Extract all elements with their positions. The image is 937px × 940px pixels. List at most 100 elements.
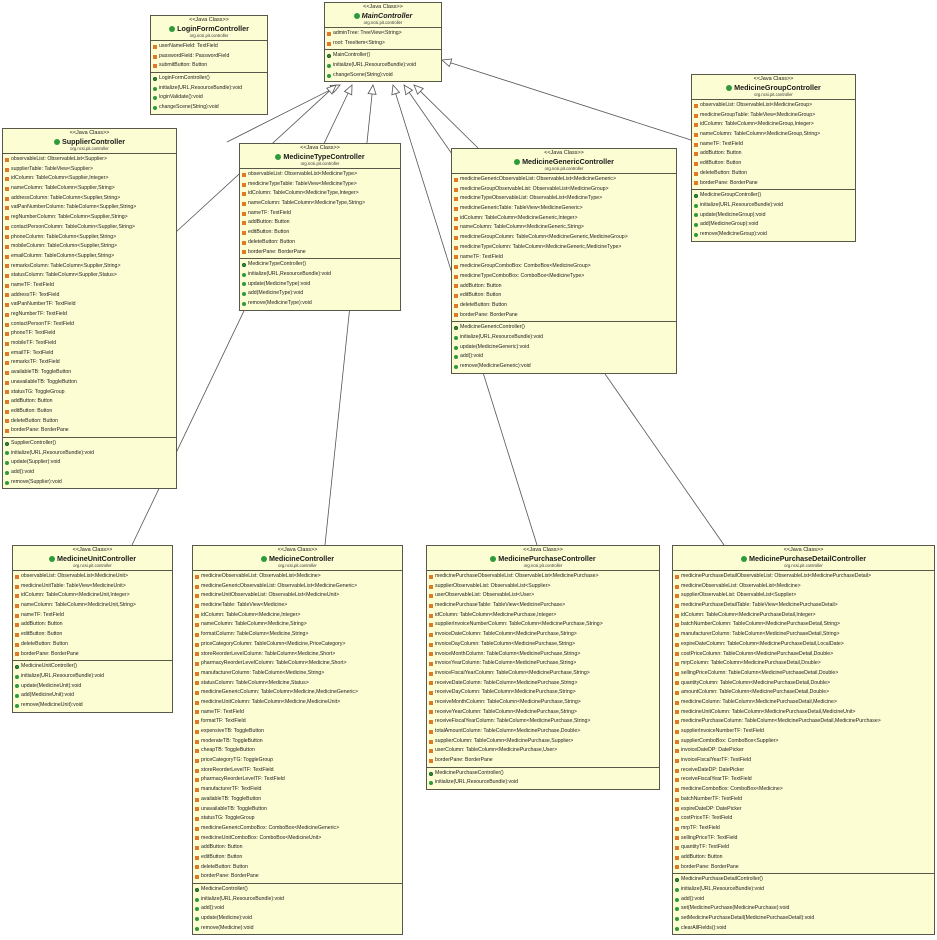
fields-section: medicinePurchaseObservableList: Observab…: [427, 571, 659, 767]
method-visibility-icon: [195, 897, 199, 902]
field-row: borderPane: BorderPane: [195, 872, 400, 882]
field-row: supplierInvoiceNumberTF: TextField: [675, 727, 932, 737]
field-visibility-icon: [153, 64, 157, 69]
field-visibility-icon: [195, 632, 199, 637]
method-text: MainController(): [333, 52, 371, 59]
method-visibility-icon: [327, 73, 331, 78]
field-visibility-icon: [5, 177, 9, 182]
field-visibility-icon: [675, 574, 679, 579]
field-text: expireDateDP: DatePicker: [681, 805, 742, 812]
field-text: expensiveTB: ToggleButton: [201, 728, 265, 734]
constructor-icon: [429, 771, 433, 776]
field-visibility-icon: [429, 642, 433, 647]
field-text: passwordField: PasswordField: [159, 52, 230, 59]
field-visibility-icon: [195, 787, 199, 792]
field-visibility-icon: [454, 313, 458, 318]
method-row: update(MedicineGroup):void: [694, 211, 853, 221]
method-row: initialize(URL,ResourceBundle):void: [694, 201, 853, 211]
class-icon: [48, 556, 55, 563]
method-text: MedicineController(): [201, 886, 248, 892]
method-visibility-icon: [195, 926, 199, 931]
field-text: statusTG: ToggleGroup: [201, 815, 255, 822]
field-text: unavailableTB: ToggleButton: [11, 378, 77, 385]
field-text: statusColumn: TableColumn<Supplier,Statu…: [11, 272, 117, 279]
method-text: initialize(URL,ResourceBundle):void: [21, 672, 105, 679]
field-row: nameTF: TextField: [5, 281, 174, 291]
field-text: userObservableList: ObservableList<User>: [435, 592, 535, 599]
field-text: receiveMonthColumn: TableColumn<Medicine…: [435, 698, 581, 705]
method-row: initialize(URL,ResourceBundle):void: [454, 333, 674, 343]
field-text: quantityTF: TextField: [681, 844, 730, 851]
field-visibility-icon: [195, 846, 199, 851]
field-row: medicineTypeTable: TableView<MedicineTyp…: [242, 180, 398, 190]
field-row: userColumn: TableColumn<MedicinePurchase…: [429, 746, 657, 756]
method-text: add(MedicineType):void: [248, 290, 304, 297]
field-visibility-icon: [5, 167, 9, 172]
field-visibility-icon: [694, 142, 698, 147]
field-row: pharmacyReorderLevelColumn: TableColumn<…: [195, 659, 400, 669]
constructor-icon: [195, 887, 199, 892]
field-text: pharmacyReorderLevelColumn: TableColumn<…: [201, 660, 347, 667]
field-text: medicineTypeObservableList: ObservableLi…: [460, 195, 603, 202]
field-text: observableList: ObservableList<MedicineU…: [21, 573, 128, 579]
field-visibility-icon: [15, 603, 19, 608]
field-text: regNumberTF: TextField: [11, 311, 67, 317]
field-row: receiveDateColumn: TableColumn<MedicineP…: [429, 679, 657, 689]
method-visibility-icon: [675, 897, 679, 902]
field-row: nameTF: TextField: [242, 209, 398, 219]
field-row: unavailableTB: ToggleButton: [5, 378, 174, 388]
field-row: costPriceTF: TextField: [675, 814, 932, 824]
field-text: priceCategoryTG: ToggleGroup: [201, 757, 273, 764]
field-row: formatColumn: TableColumn<Medicine,Strin…: [195, 630, 400, 640]
field-visibility-icon: [454, 284, 458, 289]
field-text: medicineUnitColumn: TableColumn<Medicine…: [681, 708, 856, 715]
method-row: update(MedicineType):void: [242, 280, 398, 290]
field-row: storeReorderLevelTF: TextField: [195, 766, 400, 776]
field-row: mobileTF: TextField: [5, 339, 174, 349]
field-visibility-icon: [15, 642, 19, 647]
field-text: invoiceMonthColumn: TableColumn<Medicine…: [435, 650, 581, 657]
field-visibility-icon: [5, 380, 9, 385]
field-row: idColumn: TableColumn<MedicineType,Integ…: [242, 189, 398, 199]
method-row: initialize(URL,ResourceBundle):void: [195, 895, 400, 905]
class-icon: [275, 154, 282, 161]
field-visibility-icon: [153, 44, 157, 49]
field-row: nameColumn: TableColumn<MedicineGeneric,…: [454, 223, 674, 233]
method-row: add(MedicineUnit):void: [15, 691, 170, 701]
field-text: emailTF: TextField: [11, 349, 54, 356]
class-name: MedicineTypeController: [242, 152, 398, 161]
field-row: invoiceYearColumn: TableColumn<MedicineP…: [429, 659, 657, 669]
field-visibility-icon: [429, 662, 433, 667]
field-text: receiveYearColumn: TableColumn<MedicineP…: [435, 708, 577, 715]
field-visibility-icon: [195, 720, 199, 725]
edge-type-main: [226, 88, 333, 143]
field-visibility-icon: [675, 623, 679, 628]
method-text: update(Medicine):void: [201, 915, 253, 922]
field-text: nameColumn: TableColumn<Medicine,String>: [201, 621, 307, 628]
field-visibility-icon: [195, 817, 199, 822]
field-visibility-icon: [675, 652, 679, 657]
method-row: MainController(): [327, 51, 439, 61]
method-row: remove(Medicine):void: [195, 924, 400, 934]
field-text: remarksColumn: TableColumn<Supplier,Stri…: [11, 262, 121, 269]
field-row: sellingPriceTF: TextField: [675, 834, 932, 844]
method-visibility-icon: [15, 694, 19, 699]
field-visibility-icon: [454, 265, 458, 270]
field-text: addButton: Button: [700, 150, 742, 157]
field-row: addButton: Button: [454, 282, 674, 292]
method-row: initialize(URL,ResourceBundle):void: [429, 778, 657, 788]
field-row: addressColumn: TableColumn<Supplier,Stri…: [5, 194, 174, 204]
package-label: org.ncsi.pit.controller: [278, 563, 317, 568]
field-row: submitButton: Button: [153, 61, 265, 71]
field-text: root: TreeItem<String>: [333, 39, 385, 46]
field-text: medicineComboBox: ComboBox<Medicine>: [681, 786, 783, 793]
field-text: medicineUnitComboBox: ComboBox<MedicineU…: [201, 834, 322, 841]
methods-section: MedicineGenericController()initialize(UR…: [452, 321, 676, 372]
class-name-text: MedicineUnitController: [56, 554, 137, 563]
field-text: moderateTB: ToggleButton: [201, 737, 263, 744]
methods-section: SupplierController()initialize(URL,Resou…: [3, 436, 176, 488]
field-visibility-icon: [675, 739, 679, 744]
field-visibility-icon: [195, 642, 199, 647]
field-row: invoiceFiscalYearTF: TextField: [675, 756, 932, 766]
field-visibility-icon: [675, 807, 679, 812]
